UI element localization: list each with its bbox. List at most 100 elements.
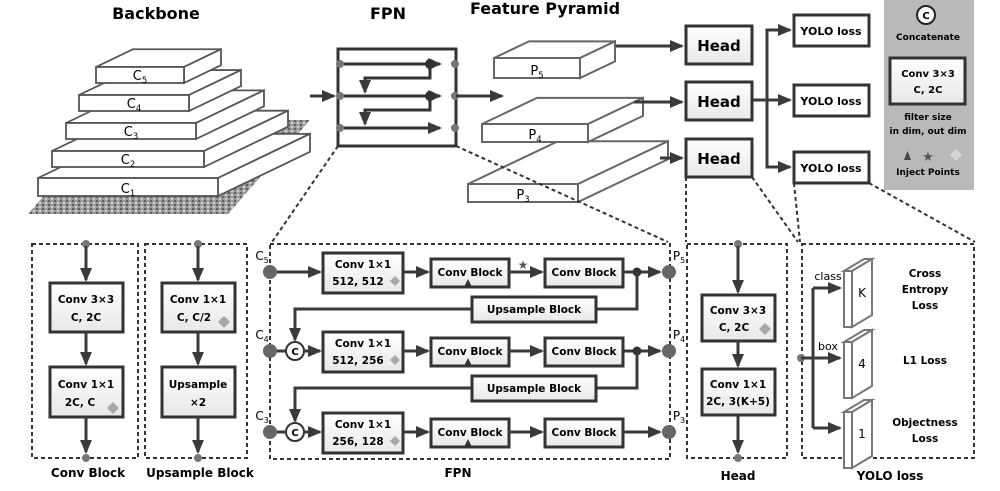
backbone-label-c5: C5	[133, 69, 147, 85]
diamond-inject-icon	[759, 323, 771, 335]
fpn-conv-block-1[interactable]: Conv Block	[429, 336, 511, 368]
triangle-inject-icon	[464, 279, 472, 287]
svg-text:Conv 1×1: Conv 1×1	[335, 338, 391, 350]
svg-text:Head: Head	[697, 93, 741, 111]
star-inject-icon: ★	[518, 258, 529, 272]
fpn-output-label: P4	[673, 328, 685, 344]
diamond-inject-icon	[390, 436, 400, 446]
svg-text:Conv Block: Conv Block	[438, 427, 504, 439]
backbone-label-c3: C3	[124, 125, 138, 141]
fpn-conv-block-2[interactable]: Conv Block	[543, 336, 625, 368]
upsample-box	[160, 365, 237, 419]
svg-text:C, 2C: C, 2C	[914, 85, 943, 96]
head-detail-title: Head	[721, 469, 756, 483]
legend-panel: C Concatenate Conv 3×3 C, 2C filter size…	[884, 0, 974, 190]
yolo-loss-2[interactable]: YOLO loss	[792, 83, 871, 118]
svg-text:YOLO loss: YOLO loss	[799, 162, 862, 175]
head-1[interactable]: Head	[684, 24, 754, 66]
fpn-mini	[336, 47, 459, 148]
svg-text:2C, 3(K+5): 2C, 3(K+5)	[706, 396, 770, 408]
fpn-input-label: C3	[255, 409, 268, 425]
svg-text:C: C	[291, 347, 298, 358]
svg-text:filter size: filter size	[904, 113, 952, 123]
diamond-inject-icon	[218, 316, 230, 328]
loss-name: Entropy	[902, 284, 949, 296]
fpn-input-label: C5	[255, 249, 268, 265]
backbone-label-c4: C4	[127, 97, 141, 113]
pyramid-layer-p4: P4	[481, 96, 644, 144]
fpn-conv-block-2[interactable]: Conv Block	[543, 257, 625, 289]
svg-text:Conv 3×3: Conv 3×3	[901, 69, 955, 80]
loss-name: Objectness	[892, 417, 958, 429]
backbone-layer-c5: C5	[95, 47, 222, 85]
legend-conv-box	[888, 56, 967, 106]
feature-pyramid-title: Feature Pyramid	[470, 0, 620, 18]
yolo-loss-detail-title: YOLO loss	[856, 469, 924, 483]
star-inject-icon: ★	[922, 149, 934, 164]
diamond-inject-icon	[107, 402, 119, 414]
svg-text:C: C	[922, 11, 929, 22]
svg-text:Upsample: Upsample	[169, 379, 228, 391]
pyramid-layer-p5: P5	[493, 39, 616, 80]
upsample-block-detail: Conv 1×1 C, C/2 Upsample ×2 Upsample Blo…	[144, 240, 255, 480]
fpn-conv-block-2[interactable]: Conv Block	[543, 417, 625, 449]
svg-text:Conv 1×1: Conv 1×1	[335, 419, 391, 431]
box-branch-label: box	[818, 340, 838, 353]
svg-text:Inject Points: Inject Points	[896, 168, 960, 178]
triangle-inject-icon	[464, 439, 472, 447]
fpn-input-label: C4	[255, 328, 268, 344]
fpn-output-dot	[662, 265, 676, 279]
loss-name: Cross	[909, 268, 942, 280]
svg-text:in dim, out dim: in dim, out dim	[889, 127, 966, 137]
svg-text:Conv Block: Conv Block	[552, 267, 618, 279]
fpn-conv-block-1[interactable]: Conv Block	[429, 257, 511, 289]
head-3[interactable]: Head	[684, 137, 754, 179]
fpn-conv1x1-box[interactable]: Conv 1×1 512, 256	[321, 330, 405, 374]
svg-text:Conv 1×1: Conv 1×1	[335, 259, 391, 271]
svg-text:YOLO loss: YOLO loss	[799, 95, 862, 108]
head-conv3x3	[700, 293, 777, 343]
conv-block-title: Conv Block	[51, 466, 126, 480]
svg-text:Head: Head	[697, 150, 741, 168]
triangle-inject-icon	[464, 358, 472, 366]
fpn-input-dot	[263, 265, 277, 279]
head-conv1x1	[700, 367, 777, 417]
svg-text:Conv 1×1: Conv 1×1	[710, 379, 766, 391]
fpn-output-label: P3	[673, 409, 685, 425]
svg-text:512, 256: 512, 256	[332, 355, 383, 367]
svg-text:Conv Block: Conv Block	[438, 267, 504, 279]
svg-text:Conv 3×3: Conv 3×3	[710, 305, 766, 317]
diamond-inject-icon	[390, 355, 400, 365]
fpn-detail-title: FPN	[444, 466, 471, 480]
diamond-inject-icon	[950, 149, 962, 161]
svg-text:Conv 3×3: Conv 3×3	[58, 294, 114, 306]
fpn-output-dot	[662, 344, 676, 358]
svg-text:C, 2C: C, 2C	[719, 322, 750, 334]
fpn-upsample-block[interactable]: Upsample Block	[470, 295, 598, 324]
conv-block-detail: Conv 3×3 C, 2C Conv 1×1 2C, C Conv Block	[31, 240, 139, 480]
loss-name: Loss	[912, 300, 938, 312]
svg-text:Upsample Block: Upsample Block	[487, 383, 582, 395]
concatenate-icon	[916, 5, 936, 25]
yolo-loss-1[interactable]: YOLO loss	[792, 13, 871, 48]
svg-text:Conv Block: Conv Block	[552, 427, 618, 439]
svg-text:Upsample Block: Upsample Block	[487, 304, 582, 316]
triangle-inject-icon	[904, 151, 911, 160]
yolo-loss-3[interactable]: YOLO loss	[792, 150, 871, 185]
fpn-upsample-block[interactable]: Upsample Block	[470, 374, 598, 403]
head-2[interactable]: Head	[684, 80, 754, 122]
loss-name: Loss	[912, 433, 938, 445]
loss-dim-value: K	[858, 286, 867, 300]
svg-text:C: C	[291, 428, 298, 439]
svg-text:×2: ×2	[190, 397, 206, 409]
fpn-conv-block-1[interactable]: Conv Block	[429, 417, 511, 449]
backbone-title: Backbone	[112, 4, 200, 23]
svg-text:C, C/2: C, C/2	[177, 312, 211, 324]
